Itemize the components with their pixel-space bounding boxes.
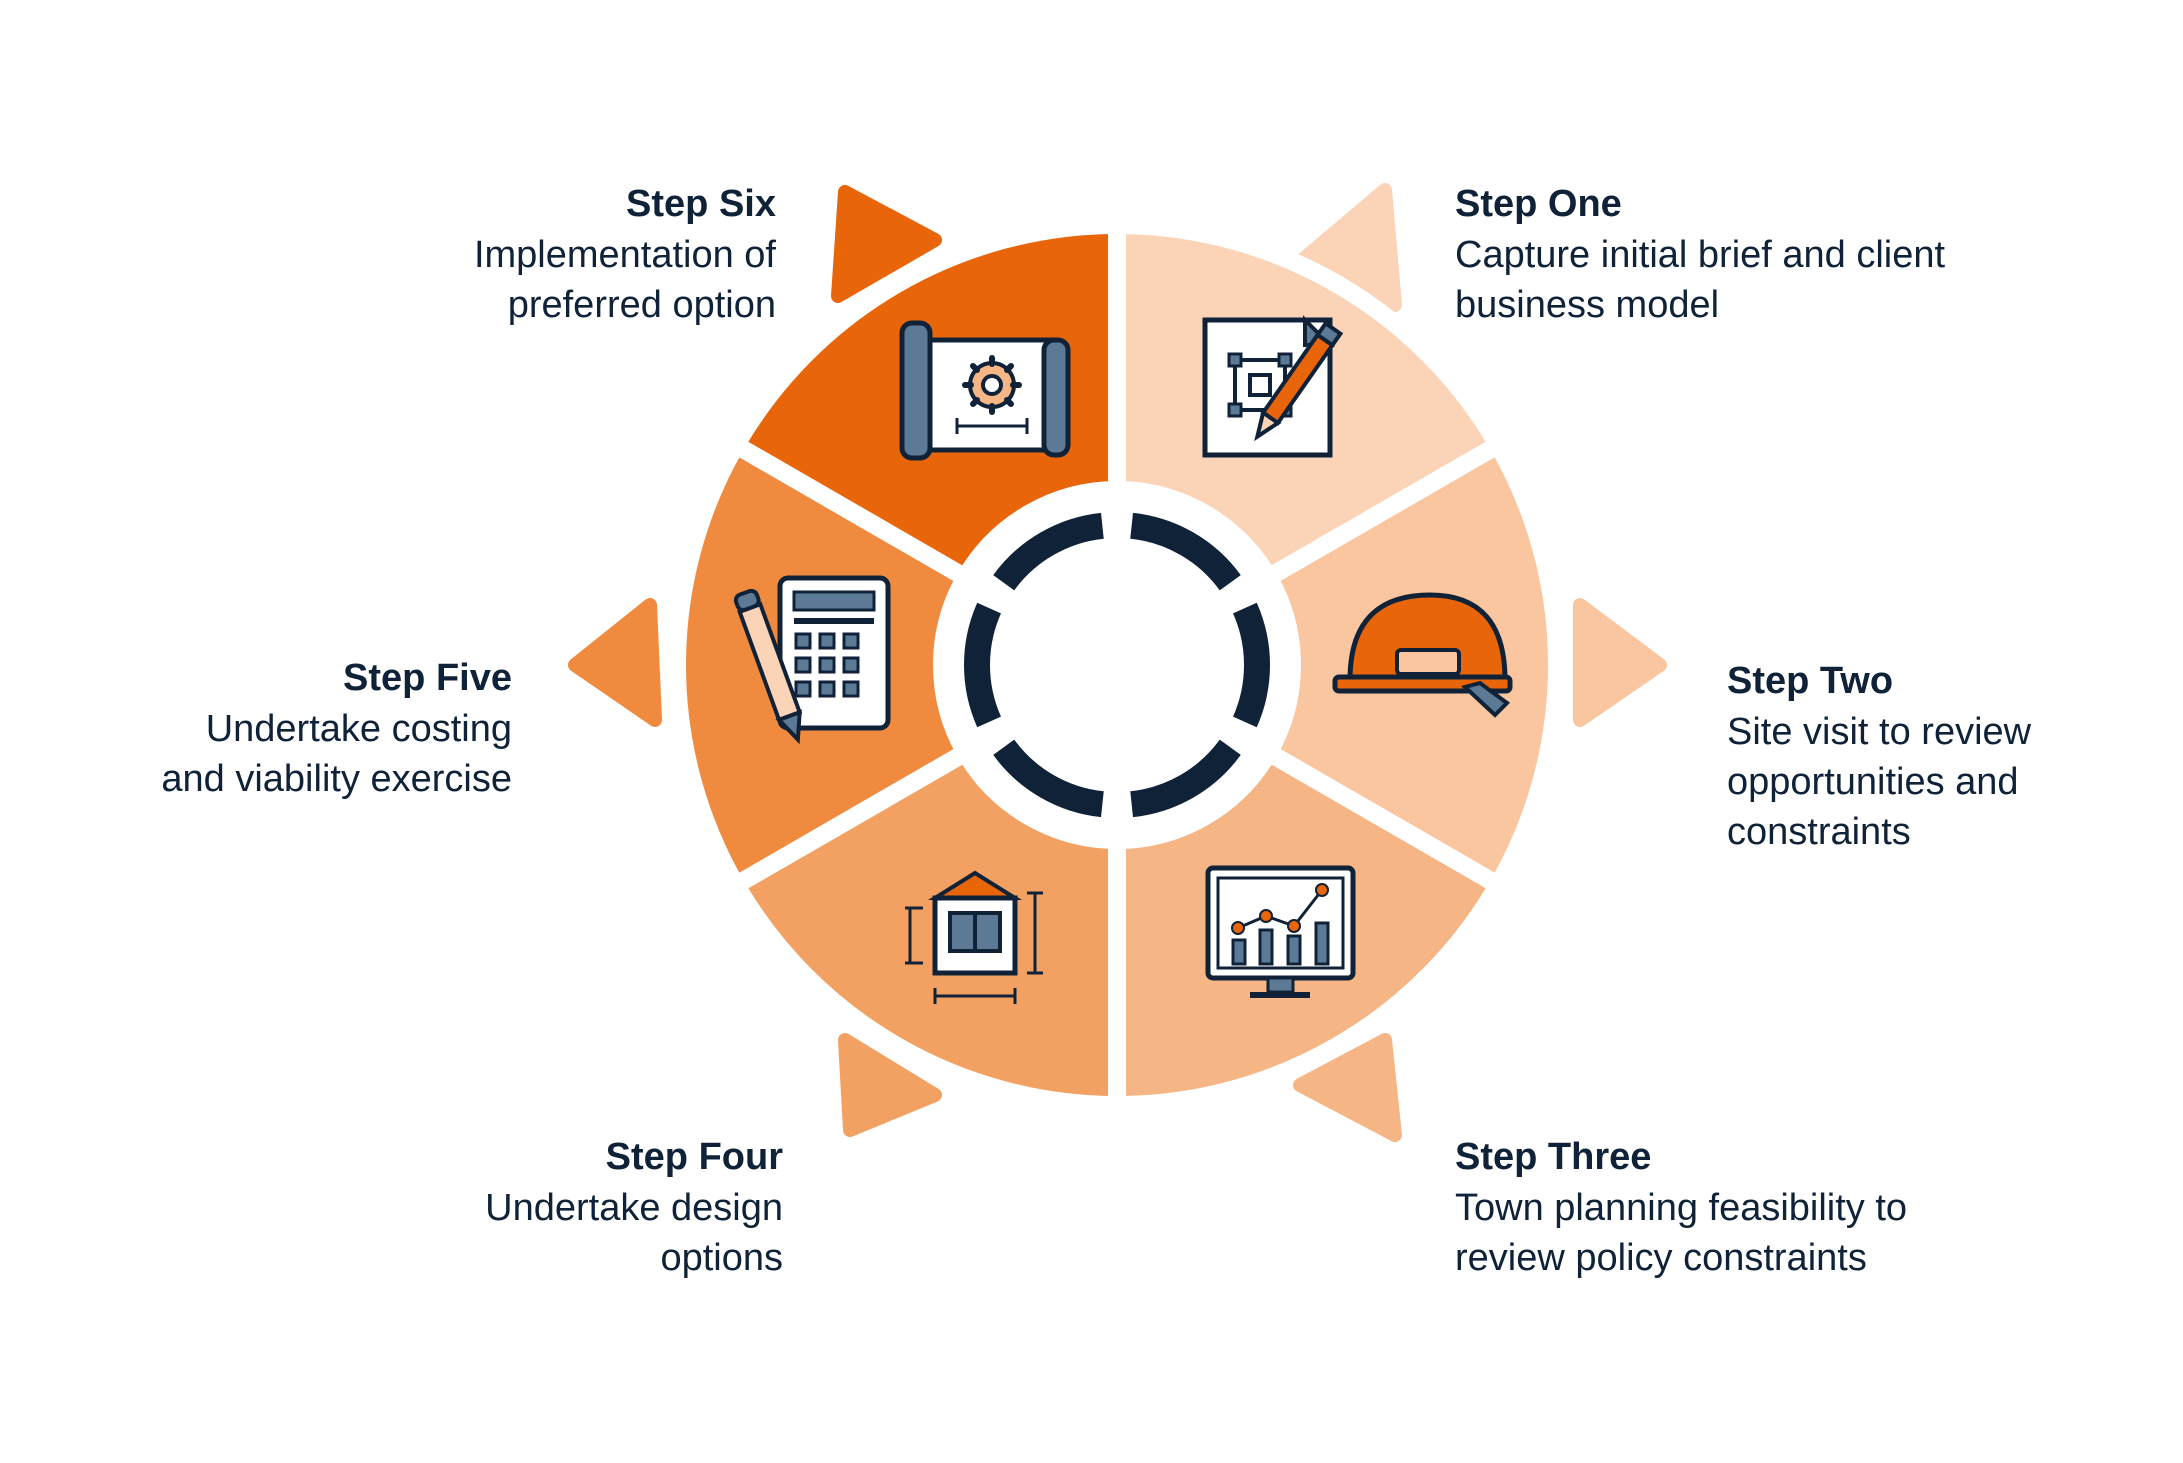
step-one-label: Step One Capture initial brief and clien…	[1455, 178, 2155, 330]
ring-arc	[964, 602, 1002, 728]
step-title: Step One	[1455, 183, 1622, 225]
drawing-pencil-icon	[1202, 315, 1344, 458]
arrow-step-five	[568, 598, 662, 727]
ring-arc	[1129, 512, 1241, 591]
step-desc-line: preferred option	[507, 284, 776, 326]
hard-hat-icon	[1332, 592, 1513, 718]
house-plan-icon	[905, 870, 1043, 1004]
ring-arc	[993, 739, 1105, 818]
step-desc-line: options	[660, 1237, 783, 1279]
step-desc-line: Capture initial brief and client	[1455, 234, 1946, 276]
ring-arc	[1129, 739, 1241, 818]
ring-arc	[1232, 602, 1270, 728]
arrow-markers	[568, 183, 1667, 1142]
step-desc-line: Undertake costing	[205, 708, 512, 750]
step-two-label: Step Two Site visit to review opportunit…	[1727, 655, 2183, 857]
step-title: Step Two	[1727, 660, 1894, 702]
center-disc	[944, 492, 1290, 838]
step-title: Step Five	[343, 657, 512, 699]
ring-arc	[993, 512, 1105, 591]
arrow-step-six	[831, 185, 942, 303]
step-desc-line: opportunities and	[1727, 761, 2019, 803]
segment-step-four	[723, 740, 1126, 1115]
step-desc-line: Site visit to review	[1727, 711, 2032, 753]
step-title: Step Three	[1455, 1136, 1652, 1178]
arrow-step-four	[838, 1033, 942, 1137]
calculator-icon	[733, 575, 891, 745]
step-desc-line: and viability exercise	[161, 758, 512, 800]
step-desc-line: Town planning feasibility to	[1455, 1187, 1908, 1229]
step-three-label: Step Three Town planning feasibility to …	[1455, 1131, 2155, 1283]
chart-monitor-icon	[1205, 865, 1356, 998]
arrow-step-two	[1573, 598, 1667, 727]
step-six-label: Step Six Implementation of preferred opt…	[76, 178, 776, 330]
step-four-label: Step Four Undertake design options	[83, 1131, 783, 1283]
step-desc-line: Implementation of	[473, 234, 776, 276]
arrow-step-three	[1293, 1033, 1402, 1142]
blueprint-gear-icon	[899, 320, 1071, 461]
step-desc-line: Undertake design	[485, 1187, 783, 1229]
step-desc-line: constraints	[1727, 811, 1911, 853]
step-title: Step Six	[626, 183, 776, 225]
step-title: Step Four	[605, 1136, 783, 1178]
step-desc-line: business model	[1455, 284, 1720, 326]
step-desc-line: review policy constraints	[1455, 1237, 1867, 1279]
inner-ring	[964, 512, 1270, 818]
step-five-label: Step Five Undertake costing and viabilit…	[0, 652, 512, 804]
